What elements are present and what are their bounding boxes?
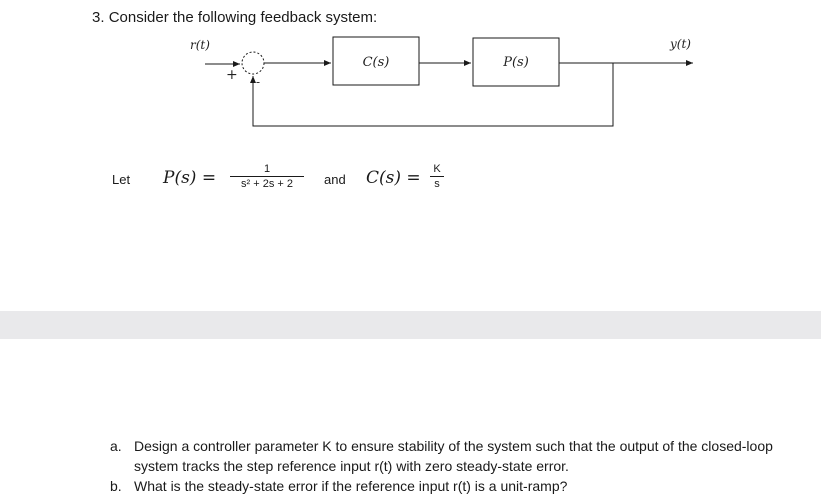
- item-label: a.: [110, 438, 122, 454]
- block-diagram: r(t) + - C(s) P(s) y(t): [190, 36, 693, 127]
- question-text: Consider the following feedback system:: [108, 9, 378, 26]
- fraction-bar: [430, 176, 444, 177]
- list-item: a. Design a controller parameter K to en…: [98, 436, 774, 476]
- plant-tf-lhs: P(s) =: [163, 168, 217, 188]
- question-title: 3. Consider the following feedback syste…: [92, 9, 377, 26]
- question-items: a. Design a controller parameter K to en…: [98, 436, 774, 496]
- plant-tf-fraction: 1 s² + 2s + 2: [230, 163, 304, 190]
- item-text: What is the steady-state error if the re…: [134, 478, 568, 494]
- output-label: y(t): [669, 37, 691, 51]
- input-label: r(t): [190, 38, 210, 52]
- plant-block: [472, 37, 560, 87]
- controller-block: [332, 36, 420, 86]
- plant-label: P(s): [502, 55, 529, 70]
- let-word: Let: [112, 172, 131, 187]
- plant-tf-denominator: s² + 2s + 2: [241, 178, 293, 190]
- item-text: Design a controller parameter K to ensur…: [134, 438, 773, 474]
- and-word: and: [324, 172, 346, 187]
- question-number: 3.: [92, 9, 105, 26]
- controller-tf-fraction: K s: [430, 163, 444, 190]
- plus-sign: +: [226, 67, 238, 83]
- controller-tf-numerator: K: [433, 163, 441, 175]
- summing-junction: [241, 51, 265, 75]
- feedback-path: [250, 63, 614, 127]
- controller-tf-denominator: s: [434, 178, 440, 190]
- separator-band: [0, 311, 821, 339]
- item-label: b.: [110, 478, 122, 494]
- list-item: b. What is the steady-state error if the…: [98, 476, 774, 496]
- controller-label: C(s): [363, 55, 390, 70]
- controller-tf-lhs: C(s) =: [366, 168, 421, 188]
- fraction-bar: [230, 176, 304, 177]
- minus-sign: -: [256, 75, 260, 89]
- plant-tf-numerator: 1: [263, 163, 271, 175]
